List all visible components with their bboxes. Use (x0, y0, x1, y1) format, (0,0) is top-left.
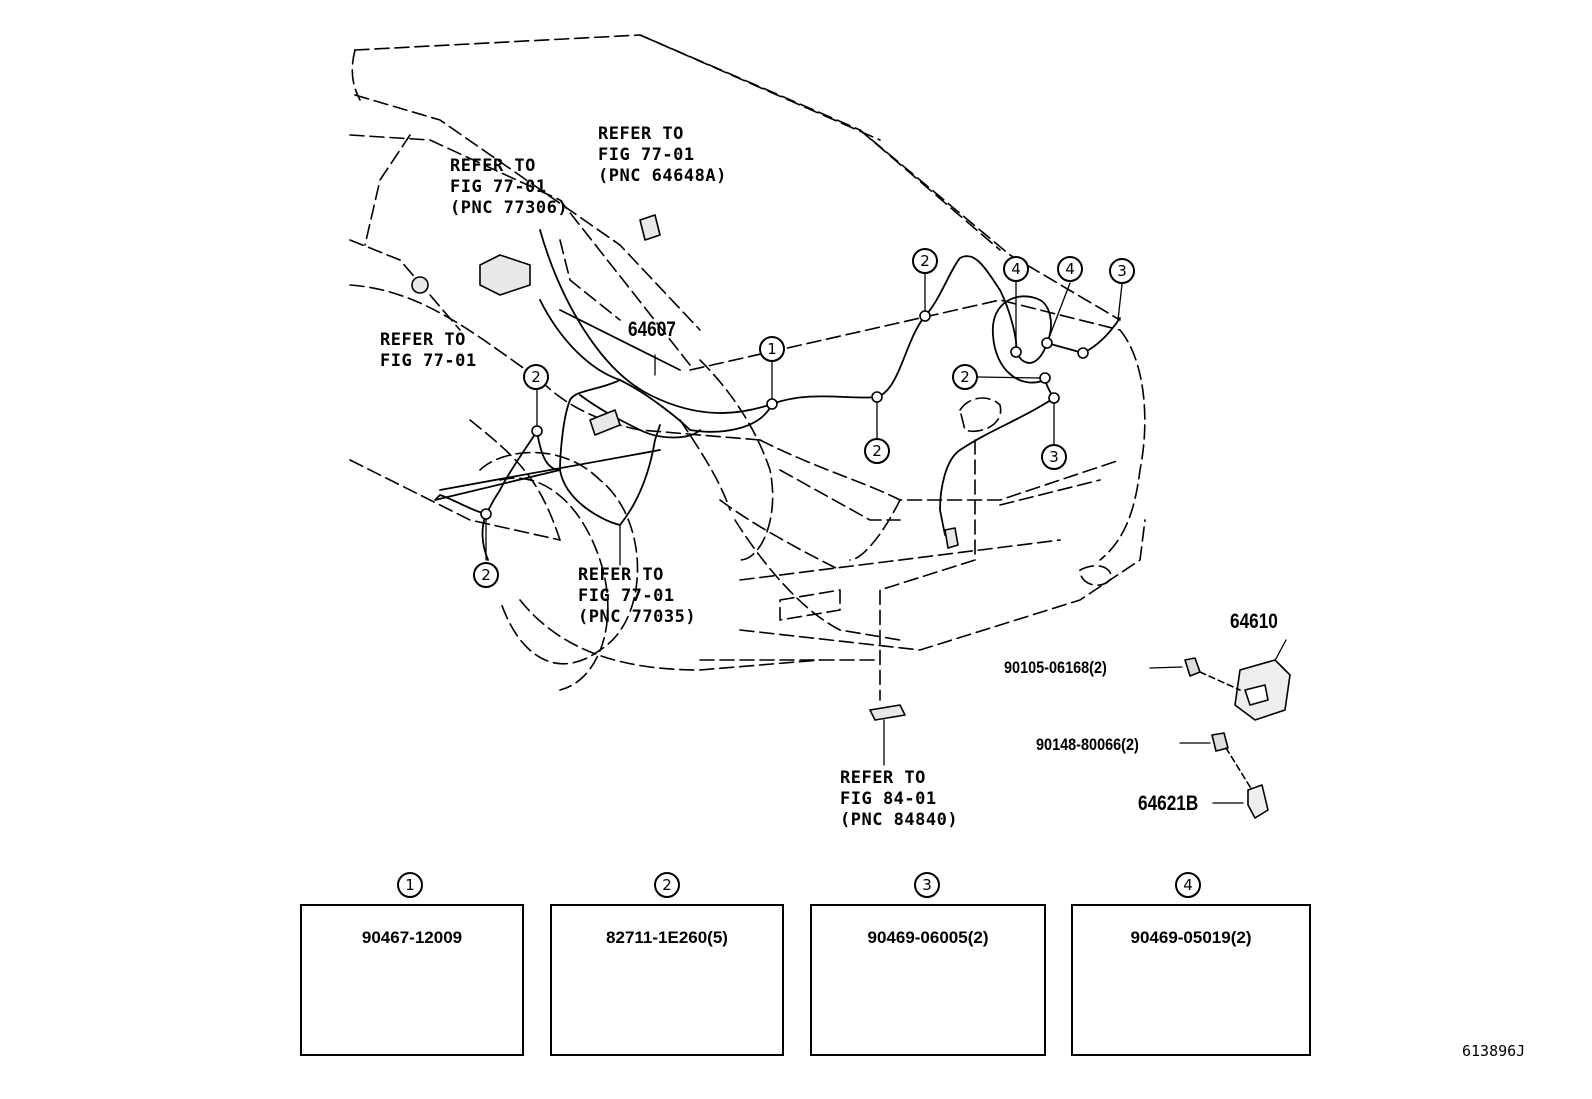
part-label-64610[interactable]: 64610 (1230, 610, 1278, 633)
clip-number-3: 3 (914, 872, 940, 898)
clip-part-number: 82711-1E260(5) (606, 928, 728, 947)
callout-4-a: 4 (1003, 256, 1029, 282)
light-84840 (869, 704, 906, 721)
bolt-icon (411, 276, 429, 294)
clip-box-2[interactable]: 82711-1E260(5) (550, 904, 784, 1056)
callout-leaders (485, 273, 1287, 804)
part-label-64621b[interactable]: 64621B (1138, 792, 1199, 815)
callout-2-right: 2 (952, 364, 978, 390)
part-label-90148[interactable]: 90148-80066(2) (1036, 735, 1139, 754)
clip-box-1[interactable]: 90467-12009 (300, 904, 524, 1056)
callout-3-top: 3 (1109, 258, 1135, 284)
part-label-64607[interactable]: 64607 (628, 318, 676, 341)
latch-assembly (1184, 657, 1291, 819)
sensor-77306 (479, 254, 531, 296)
harness-nodes (480, 310, 1089, 520)
small-components (411, 214, 959, 721)
clip-part-number: 90469-05019(2) (1130, 928, 1252, 947)
clip-number-2: 2 (654, 872, 680, 898)
clip-number-1: 1 (397, 872, 423, 898)
diagram-id: 613896J (1462, 1042, 1526, 1060)
callout-2-top: 2 (912, 248, 938, 274)
callout-2-lower: 2 (473, 562, 499, 588)
callout-3-bottom: 3 (1041, 444, 1067, 470)
callout-4-b: 4 (1057, 256, 1083, 282)
car-body-phantom (349, 34, 1146, 701)
clip-number-4: 4 (1175, 872, 1201, 898)
callout-2-left: 2 (523, 364, 549, 390)
callout-1: 1 (759, 336, 785, 362)
part-label-90105[interactable]: 90105-06168(2) (1004, 658, 1107, 677)
clip-box-4[interactable]: 90469-05019(2) (1071, 904, 1311, 1056)
clip-part-number: 90469-06005(2) (867, 928, 989, 947)
clip-box-3[interactable]: 90469-06005(2) (810, 904, 1046, 1056)
clip-64648a (639, 214, 661, 241)
callout-2-mid: 2 (864, 438, 890, 464)
actuator-77035 (589, 409, 621, 436)
clip-part-number: 90467-12009 (361, 928, 463, 947)
